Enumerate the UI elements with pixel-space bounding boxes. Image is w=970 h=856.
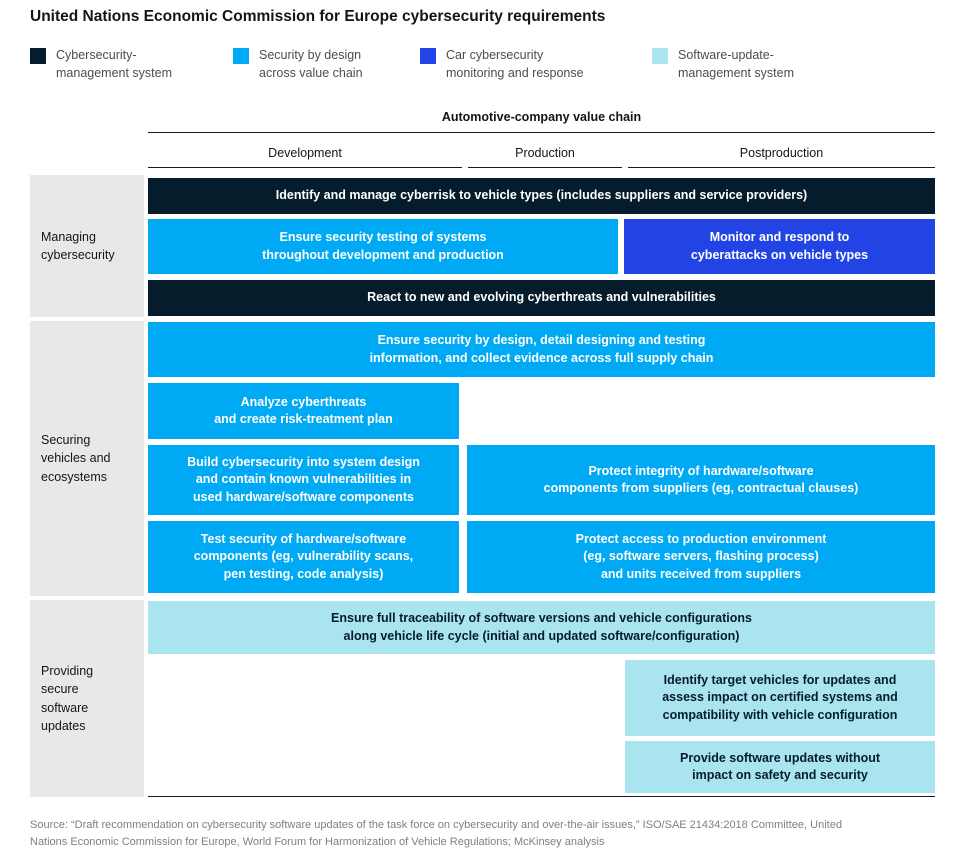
requirement-box: Ensure security testing of systems throu… bbox=[148, 219, 618, 274]
legend-label: Security by design across value chain bbox=[259, 48, 363, 81]
source-note: Source: “Draft recommendation on cyberse… bbox=[30, 819, 842, 849]
legend-item-cybersecurity-management: Cybersecurity- management system bbox=[30, 46, 172, 82]
exhibit-title: United Nations Economic Commission for E… bbox=[30, 8, 606, 25]
requirement-box: Build cybersecurity into system design a… bbox=[148, 445, 459, 515]
requirement-box: React to new and evolving cyberthreats a… bbox=[148, 280, 935, 316]
column-header-postproduction: Postproduction bbox=[628, 146, 935, 168]
row-label-providing-updates: Providing secure software updates bbox=[30, 600, 144, 797]
requirement-box: Ensure security by design, detail design… bbox=[148, 322, 935, 377]
row-label-securing-vehicles: Securing vehicles and ecosystems bbox=[30, 321, 144, 596]
column-header-production: Production bbox=[468, 146, 622, 168]
requirement-box: Provide software updates without impact … bbox=[625, 741, 935, 793]
legend-swatch-light-blue bbox=[652, 48, 668, 64]
column-header-development: Development bbox=[148, 146, 462, 168]
requirement-box: Test security of hardware/software compo… bbox=[148, 521, 459, 593]
legend-item-security-by-design: Security by design across value chain bbox=[233, 46, 363, 82]
requirement-box: Protect integrity of hardware/software c… bbox=[467, 445, 935, 515]
legend-swatch-royal-blue bbox=[420, 48, 436, 64]
row-label-managing-cybersecurity: Managing cybersecurity bbox=[30, 175, 144, 317]
requirement-box: Monitor and respond to cyberattacks on v… bbox=[624, 219, 935, 274]
legend-label: Cybersecurity- management system bbox=[56, 48, 173, 81]
requirement-box: Protect access to production environment… bbox=[467, 521, 935, 593]
legend-item-monitoring-response: Car cybersecurity monitoring and respons… bbox=[420, 46, 584, 82]
bottom-divider bbox=[148, 796, 935, 797]
legend-item-software-update: Software-update- management system bbox=[652, 46, 794, 82]
requirement-box: Identify target vehicles for updates and… bbox=[625, 660, 935, 736]
value-chain-header: Automotive-company value chain bbox=[148, 110, 935, 133]
legend-label: Car cybersecurity monitoring and respons… bbox=[446, 48, 584, 81]
requirement-box: Ensure full traceability of software ver… bbox=[148, 601, 935, 654]
legend-label: Software-update- management system bbox=[678, 48, 795, 81]
requirement-box: Identify and manage cyberrisk to vehicle… bbox=[148, 178, 935, 214]
legend-swatch-dark-blue bbox=[30, 48, 46, 64]
legend-swatch-cyan bbox=[233, 48, 249, 64]
requirement-box: Analyze cyberthreats and create risk-tre… bbox=[148, 383, 459, 439]
